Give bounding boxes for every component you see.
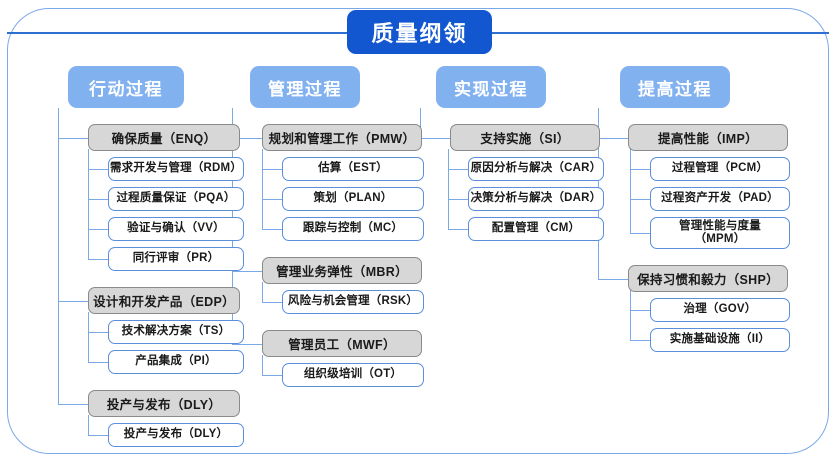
process-item-box[interactable]: 验证与确认（VV） [108, 217, 244, 241]
process-group-box[interactable]: 提高性能（IMP） [628, 124, 788, 151]
process-item-box[interactable]: 策划（PLAN） [282, 187, 424, 211]
process-group-box[interactable]: 管理员工（MWF） [262, 330, 422, 357]
connector-line [630, 169, 650, 171]
process-item-box[interactable]: 组织级培训（OT） [282, 363, 424, 387]
process-item-box[interactable]: 需求开发与管理（RDM） [108, 157, 244, 181]
process-group-box[interactable]: 确保质量（ENQ） [88, 124, 240, 151]
connector-line [262, 282, 264, 302]
connector-line [420, 137, 450, 139]
process-group-box[interactable]: 投产与发布（DLY） [88, 390, 240, 417]
process-group-box[interactable]: 规划和管理工作（PMW） [262, 124, 422, 151]
connector-line [232, 137, 262, 139]
title-rule-right [492, 32, 829, 34]
connector-line [262, 355, 264, 375]
connector-line [88, 199, 108, 201]
connector-line [232, 270, 262, 272]
connector-line [88, 435, 108, 437]
connector-line [262, 375, 282, 377]
connector-line [448, 169, 468, 171]
connector-line [58, 403, 88, 405]
column-header[interactable]: 提高过程 [620, 66, 730, 108]
connector-line [232, 343, 262, 345]
connector-line [262, 149, 264, 229]
connector-line [88, 229, 108, 231]
connector-line [262, 229, 282, 231]
connector-line [630, 310, 650, 312]
connector-line [262, 199, 282, 201]
connector-line [630, 233, 650, 235]
connector-line [420, 108, 422, 138]
column-header[interactable]: 实现过程 [436, 66, 546, 108]
connector-line [88, 362, 108, 364]
column-header[interactable]: 管理过程 [250, 66, 360, 108]
process-item-box[interactable]: 估算（EST） [282, 157, 424, 181]
connector-line [58, 300, 88, 302]
process-group-box[interactable]: 支持实施（SI） [450, 124, 600, 151]
process-item-box[interactable]: 风险与机会管理（RSK） [282, 290, 424, 314]
connector-line [88, 415, 90, 435]
process-group-box[interactable]: 管理业务弹性（MBR） [262, 257, 422, 284]
column-header[interactable]: 行动过程 [68, 66, 184, 108]
outer-frame [7, 8, 829, 454]
connector-line [262, 169, 282, 171]
process-item-box[interactable]: 原因分析与解决（CAR） [468, 157, 604, 181]
process-group-box[interactable]: 设计和开发产品（EDP） [88, 287, 240, 314]
process-item-box[interactable]: 同行评审（PR） [108, 247, 244, 271]
connector-line [88, 259, 108, 261]
connector-line [448, 199, 468, 201]
connector-line [88, 149, 90, 259]
title-rule-left [7, 32, 347, 34]
process-item-box[interactable]: 过程管理（PCM） [650, 157, 790, 181]
process-item-box[interactable]: 技术解决方案（TS） [108, 320, 244, 344]
connector-line [598, 278, 628, 280]
connector-line [58, 137, 88, 139]
connector-line [630, 199, 650, 201]
connector-line [598, 137, 628, 139]
process-item-box[interactable]: 过程质量保证（PQA） [108, 187, 244, 211]
process-item-box[interactable]: 决策分析与解决（DAR） [468, 187, 604, 211]
process-item-box[interactable]: 跟踪与控制（MC） [282, 217, 424, 241]
process-item-box[interactable]: 过程资产开发（PAD） [650, 187, 790, 211]
connector-line [448, 229, 468, 231]
connector-line [630, 340, 650, 342]
connector-line [88, 169, 108, 171]
connector-line [88, 332, 108, 334]
process-item-box[interactable]: 配置管理（CM） [468, 217, 604, 241]
process-item-box[interactable]: 投产与发布（DLY） [108, 423, 244, 447]
process-item-box[interactable]: 治理（GOV） [650, 298, 790, 322]
connector-line [630, 149, 632, 233]
connector-line [448, 149, 450, 229]
connector-line [262, 302, 282, 304]
diagram-title: 质量纲领 [347, 10, 492, 54]
process-item-box[interactable]: 产品集成（PI） [108, 350, 244, 374]
process-group-box[interactable]: 保持习惯和毅力（SHP） [628, 265, 788, 292]
process-item-box[interactable]: 管理性能与度量（MPM） [650, 217, 790, 249]
connector-line [88, 312, 90, 362]
connector-line [58, 108, 60, 404]
process-item-box[interactable]: 实施基础设施（II） [650, 328, 790, 352]
connector-line [630, 290, 632, 340]
